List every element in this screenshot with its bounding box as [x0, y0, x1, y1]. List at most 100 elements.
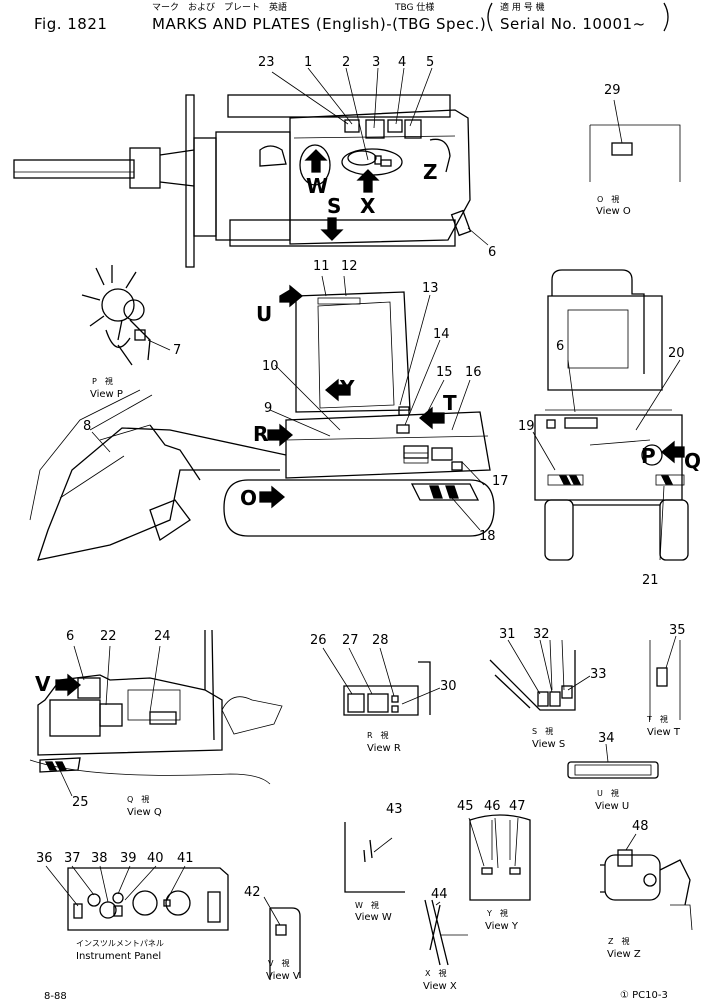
caption-view-q: View Q	[127, 807, 162, 818]
caption-view-q-jp: Q 視	[127, 795, 150, 804]
callout-41: 41	[177, 851, 194, 866]
callout-4: 4	[398, 55, 407, 70]
serial-range: Serial No. 10001~	[500, 15, 646, 33]
rear-view-machine	[532, 269, 689, 561]
caption-view-r: View R	[367, 743, 401, 754]
view-q-detail	[29, 629, 283, 797]
callout-18: 18	[479, 529, 496, 544]
view-t-detail	[649, 635, 681, 720]
caption-view-y-jp: Y 視	[487, 909, 508, 918]
callout-6-rear: 6	[556, 339, 565, 354]
callout-43: 43	[386, 802, 403, 817]
title-japanese: マーク および プレート 英語	[152, 3, 288, 13]
callout-34: 34	[598, 731, 615, 746]
callout-42: 42	[244, 885, 261, 900]
caption-view-o-jp: O 視	[597, 195, 620, 204]
view-letter-s: S	[327, 194, 342, 218]
page-number: 8-88	[44, 991, 67, 1002]
view-y-detail	[468, 814, 531, 901]
view-letter-w: W	[306, 174, 329, 198]
callout-3: 3	[372, 55, 381, 70]
callout-13: 13	[422, 281, 439, 296]
callout-11: 11	[313, 259, 330, 274]
callout-23: 23	[258, 55, 275, 70]
view-v-detail	[263, 896, 301, 980]
caption-instrument-panel: Instrument Panel	[76, 951, 162, 962]
callout-19: 19	[518, 419, 535, 434]
view-letter-r: R	[253, 422, 269, 446]
top-view-machine	[13, 67, 489, 268]
callout-30: 30	[440, 679, 457, 694]
callout-46: 46	[484, 799, 501, 814]
caption-instrument-panel-jp: インスツルメントパネル	[76, 939, 164, 948]
callout-27: 27	[342, 633, 359, 648]
callout-32: 32	[533, 627, 550, 642]
callout-20: 20	[668, 346, 685, 361]
model-reference: ① PC10-3	[620, 990, 668, 1001]
callout-2: 2	[342, 55, 351, 70]
callout-8: 8	[83, 419, 92, 434]
view-letter-u: U	[256, 302, 273, 326]
instrument-panel-detail	[45, 865, 229, 931]
callout-16: 16	[465, 365, 482, 380]
view-letter-y: Y	[340, 376, 355, 400]
caption-view-u-jp: U 視	[597, 789, 619, 798]
caption-view-r-jp: R 視	[367, 731, 389, 740]
callout-6-viewq: 6	[66, 629, 75, 644]
view-letter-o: O	[240, 486, 258, 510]
callout-15: 15	[436, 365, 453, 380]
callout-22: 22	[100, 629, 117, 644]
view-x-detail	[424, 899, 468, 966]
view-s-detail	[489, 639, 591, 711]
caption-view-t-jp: T 視	[647, 715, 668, 724]
callout-24: 24	[154, 629, 171, 644]
caption-view-s-jp: S 視	[532, 727, 554, 736]
callout-6: 6	[488, 245, 497, 260]
side-view-machine	[29, 275, 495, 561]
callout-45: 45	[457, 799, 474, 814]
view-p-detail	[81, 265, 171, 366]
tbg-spec-japanese: TBG 仕様	[395, 3, 435, 13]
callout-48: 48	[632, 819, 649, 834]
callout-1: 1	[304, 55, 313, 70]
view-letter-q: Q	[684, 449, 702, 473]
callout-17: 17	[492, 474, 509, 489]
callout-26: 26	[310, 633, 327, 648]
caption-view-v-jp: V 視	[268, 959, 290, 968]
callout-5: 5	[426, 55, 435, 70]
caption-view-y: View Y	[485, 921, 519, 932]
callout-47: 47	[509, 799, 526, 814]
view-letter-t: T	[443, 391, 457, 415]
caption-view-p-jp: P 視	[92, 377, 113, 386]
caption-view-x-jp: X 視	[425, 969, 447, 978]
callout-39: 39	[120, 851, 137, 866]
view-w-detail	[344, 822, 405, 893]
callout-21: 21	[642, 573, 659, 588]
callout-12: 12	[341, 259, 358, 274]
caption-view-w: View W	[355, 912, 392, 923]
view-letter-p: P	[641, 444, 656, 468]
caption-view-o: View O	[596, 206, 631, 217]
callout-35: 35	[669, 623, 686, 638]
serial-japanese: 適 用 号 機	[500, 3, 545, 13]
callout-40: 40	[147, 851, 164, 866]
callout-31: 31	[499, 627, 516, 642]
view-letter-x: X	[360, 194, 376, 218]
view-o-detail	[589, 99, 681, 182]
callout-9: 9	[264, 401, 273, 416]
caption-view-w-jp: W 視	[355, 901, 379, 910]
caption-view-v: View V	[266, 971, 300, 982]
caption-view-z-jp: Z 視	[608, 937, 630, 946]
caption-view-s: View S	[532, 739, 566, 750]
caption-view-t: View T	[647, 727, 681, 738]
callout-7: 7	[173, 343, 182, 358]
view-letter-v: V	[35, 672, 51, 696]
caption-view-x: View X	[423, 981, 457, 992]
callout-36: 36	[36, 851, 53, 866]
caption-view-z: View Z	[607, 949, 641, 960]
caption-view-p: View P	[90, 389, 123, 400]
callout-14: 14	[433, 327, 450, 342]
callout-37: 37	[64, 851, 81, 866]
